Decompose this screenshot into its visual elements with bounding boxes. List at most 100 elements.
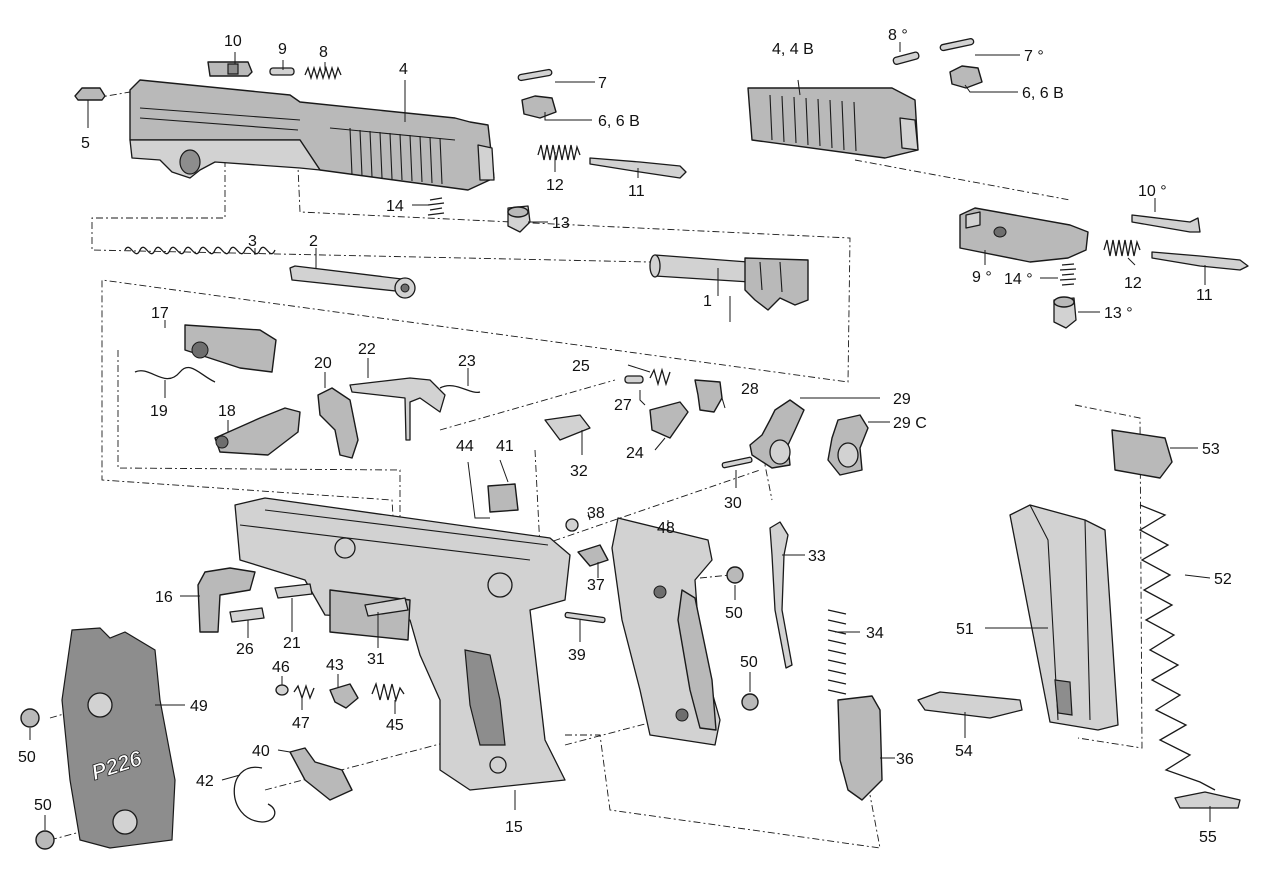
breech-block-9r: [959, 207, 1089, 263]
pin-30: [721, 456, 753, 469]
part-28: [694, 379, 723, 413]
magazine-spring-52: [1138, 504, 1216, 791]
label-32: 32: [570, 463, 588, 480]
label-47: 47: [292, 715, 310, 732]
label-3: 3: [248, 233, 257, 250]
label-10-right: 10 °: [1138, 183, 1167, 200]
sear-18: [214, 407, 301, 456]
label-22: 22: [358, 341, 376, 358]
label-50-right-bottom: 50: [740, 654, 758, 671]
spring-12r: [1103, 239, 1141, 257]
pin-26: [229, 607, 265, 623]
label-37: 37: [587, 577, 605, 594]
safety-lock-13: [507, 205, 531, 233]
hammer-20: [317, 387, 359, 459]
label-11: 11: [628, 183, 645, 200]
front-sight: [74, 87, 106, 101]
pin-7: [517, 68, 553, 82]
slide-assembly: [129, 79, 495, 191]
part-32: [544, 414, 591, 441]
part-55: [1174, 791, 1241, 809]
label-29c: 29 C: [893, 415, 927, 432]
label-23: 23: [458, 353, 476, 370]
assembly-lines: [49, 91, 1143, 849]
breech-block-6: [521, 95, 557, 119]
label-49: 49: [190, 698, 208, 715]
label-17: 17: [151, 305, 169, 322]
firing-pin-11r: [1151, 251, 1249, 271]
label-55: 55: [1199, 829, 1217, 846]
part-46: [275, 684, 289, 696]
label-34: 34: [866, 625, 884, 642]
label-54: 54: [955, 743, 973, 760]
label-40: 40: [252, 743, 270, 760]
label-50-right-top: 50: [725, 605, 743, 622]
trigger-bar-22: [349, 377, 446, 441]
screws-50: [20, 566, 759, 850]
part-24: [649, 401, 689, 439]
firing-pin-pin: [269, 67, 295, 76]
pin-21: [274, 583, 313, 599]
label-33: 33: [808, 548, 826, 565]
safety-13r: [1053, 296, 1077, 329]
label-8-right: 8 °: [888, 27, 908, 44]
label-24: 24: [626, 445, 644, 462]
label-50-left-bottom: 50: [34, 797, 52, 814]
spring-45: [371, 681, 405, 703]
pin-10r: [1131, 214, 1201, 233]
breech-6r: [949, 65, 983, 89]
label-25: 25: [572, 358, 590, 375]
label-18: 18: [218, 403, 236, 420]
takedown-17: [184, 324, 277, 373]
label-36: 36: [896, 751, 914, 768]
slide-4b: [747, 87, 919, 159]
label-5: 5: [81, 135, 90, 152]
label-51: 51: [956, 621, 974, 638]
label-7-right: 7 °: [1024, 48, 1044, 65]
label-11-right: 11: [1196, 287, 1213, 304]
label-30: 30: [724, 495, 742, 512]
label-29: 29: [893, 391, 911, 408]
label-9-right: 9 °: [972, 269, 992, 286]
spring-19: [134, 366, 216, 383]
label-44: 44: [456, 438, 474, 455]
label-1: 1: [703, 293, 712, 310]
spring-14: [427, 197, 445, 216]
label-14-right: 14 °: [1004, 271, 1033, 288]
floorplate-54: [917, 691, 1023, 719]
spring-42: [233, 766, 276, 823]
label-16: 16: [155, 589, 173, 606]
slide-catch-16: [197, 567, 256, 633]
firing-pin-spring-12: [537, 144, 581, 161]
guide-rod-2: [289, 265, 416, 299]
label-9: 9: [278, 41, 287, 58]
label-28: 28: [741, 381, 759, 398]
label-15: 15: [505, 819, 523, 836]
part-38: [565, 518, 579, 532]
label-41: 41: [496, 438, 514, 455]
label-48: 48: [657, 520, 675, 537]
label-13-right: 13 °: [1104, 305, 1133, 322]
mainspring-seat-36: [837, 695, 883, 801]
grip-left-49: P226: [61, 627, 176, 849]
label-12-right: 12: [1124, 275, 1142, 292]
label-2: 2: [309, 233, 318, 250]
label-7: 7: [598, 75, 607, 92]
mainspring-34: [827, 609, 847, 695]
label-42: 42: [196, 773, 214, 790]
label-4: 4: [399, 61, 408, 78]
leader-lines: [29, 42, 1211, 830]
label-53: 53: [1202, 441, 1220, 458]
barrel-1: [649, 254, 809, 311]
part-41: [487, 483, 519, 513]
spring-47: [293, 683, 315, 701]
follower-53: [1111, 429, 1173, 479]
label-10: 10: [224, 33, 242, 50]
hammer-29c: [827, 414, 869, 476]
label-39: 39: [568, 647, 586, 664]
ejector-25: [624, 375, 644, 384]
spring-27: [649, 367, 671, 387]
recoil-spring-3: [124, 246, 276, 255]
label-20: 20: [314, 355, 332, 372]
